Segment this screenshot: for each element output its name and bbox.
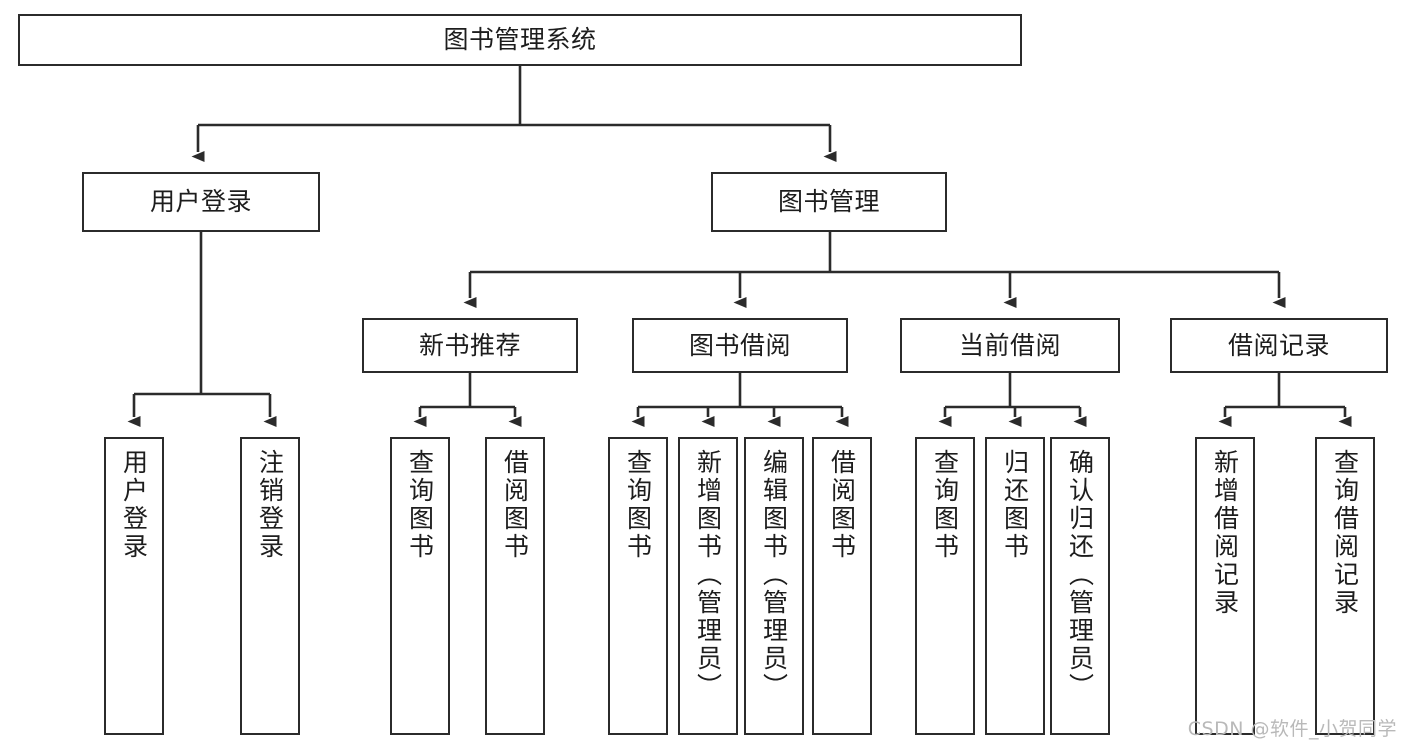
node-leaf-return-book-label: 归还图书: [1000, 449, 1030, 561]
csdn-watermark: CSDN @软件_小贺同学: [1187, 718, 1397, 740]
node-leaf-query-book-3[interactable]: 查询图书: [915, 437, 975, 735]
node-current-borrow-label: 当前借阅: [958, 330, 1061, 360]
node-leaf-borrow-book-2-label: 借阅图书: [827, 449, 857, 561]
node-leaf-borrow-book-1-label: 借阅图书: [500, 449, 530, 561]
node-book-manage[interactable]: 图书管理: [711, 172, 947, 232]
node-borrow-record[interactable]: 借阅记录: [1170, 318, 1388, 373]
node-root[interactable]: 图书管理系统: [18, 14, 1022, 66]
node-leaf-borrow-book-1[interactable]: 借阅图书: [485, 437, 545, 735]
node-leaf-query-record[interactable]: 查询借阅记录: [1315, 437, 1375, 735]
node-leaf-query-book-2-label: 查询图书: [623, 449, 653, 561]
node-borrow-record-label: 借阅记录: [1227, 330, 1330, 360]
node-leaf-logout[interactable]: 注销登录: [240, 437, 300, 735]
node-user-login-label: 用户登录: [149, 187, 252, 217]
node-leaf-edit-book[interactable]: 编辑图书（管理员）: [744, 437, 804, 735]
node-leaf-logout-label: 注销登录: [255, 449, 285, 561]
node-leaf-add-book-label: 新增图书（管理员）: [693, 449, 723, 701]
node-leaf-confirm-return[interactable]: 确认归还（管理员）: [1050, 437, 1110, 735]
node-leaf-user-login-label: 用户登录: [119, 449, 149, 561]
node-leaf-add-book[interactable]: 新增图书（管理员）: [678, 437, 738, 735]
node-leaf-add-record-label: 新增借阅记录: [1210, 449, 1240, 617]
node-book-manage-label: 图书管理: [777, 187, 880, 217]
node-leaf-query-record-label: 查询借阅记录: [1330, 449, 1360, 617]
node-user-login[interactable]: 用户登录: [82, 172, 320, 232]
node-leaf-query-book-2[interactable]: 查询图书: [608, 437, 668, 735]
node-leaf-return-book[interactable]: 归还图书: [985, 437, 1045, 735]
node-root-label: 图书管理系统: [443, 25, 597, 55]
node-leaf-borrow-book-2[interactable]: 借阅图书: [812, 437, 872, 735]
node-book-borrow-label: 图书借阅: [688, 330, 791, 360]
node-book-borrow[interactable]: 图书借阅: [632, 318, 848, 373]
node-leaf-add-record[interactable]: 新增借阅记录: [1195, 437, 1255, 735]
node-leaf-query-book-3-label: 查询图书: [930, 449, 960, 561]
node-leaf-user-login[interactable]: 用户登录: [104, 437, 164, 735]
node-current-borrow[interactable]: 当前借阅: [900, 318, 1120, 373]
node-leaf-query-book-1[interactable]: 查询图书: [390, 437, 450, 735]
node-leaf-confirm-return-label: 确认归还（管理员）: [1065, 449, 1095, 701]
node-leaf-query-book-1-label: 查询图书: [405, 449, 435, 561]
node-new-book-recommend[interactable]: 新书推荐: [362, 318, 578, 373]
node-leaf-edit-book-label: 编辑图书（管理员）: [759, 449, 789, 701]
node-new-book-recommend-label: 新书推荐: [418, 330, 521, 360]
